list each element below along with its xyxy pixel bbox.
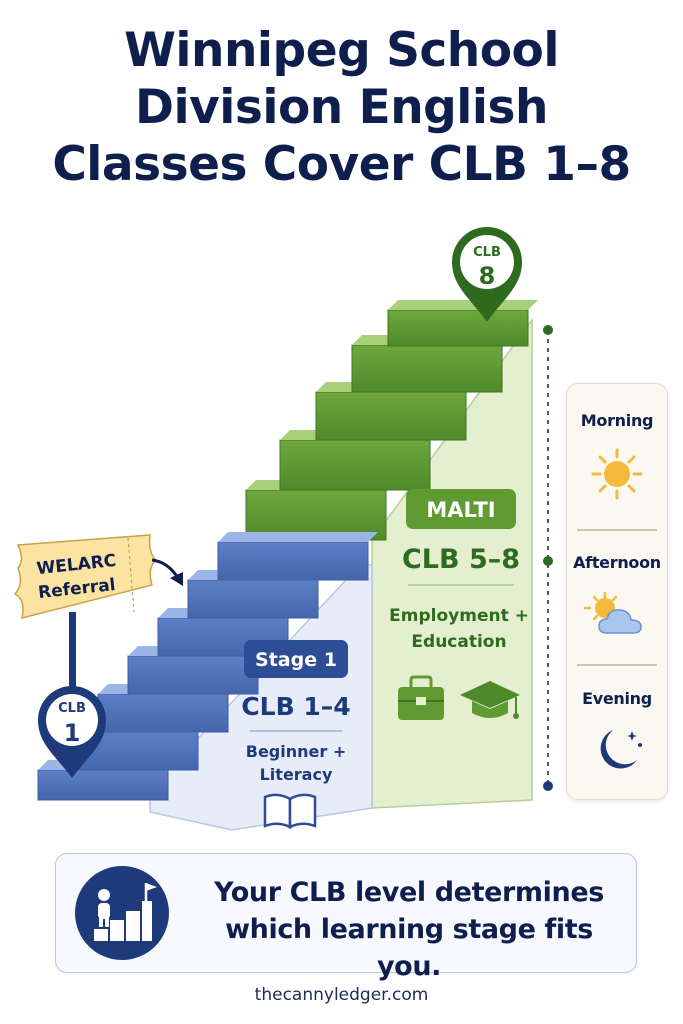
person-climbing-steps-icon <box>75 866 169 960</box>
afternoon-label: Afternoon <box>573 553 661 572</box>
blue-step <box>217 532 378 581</box>
pin-top-number: 8 <box>479 262 496 290</box>
green-step <box>387 300 538 347</box>
blue-stair-steps <box>37 532 378 801</box>
title-line-2: Division English <box>135 80 548 135</box>
callout-line-2: which learning stage fits you. <box>225 914 593 982</box>
time-divider <box>577 529 657 531</box>
class-times-panel: Morning Afternoon Evening <box>566 383 668 800</box>
clb-1-pin: CLB 1 <box>38 686 106 778</box>
pin-bottom-number: 1 <box>64 719 81 747</box>
clb-callout-card: Your CLB level determines which learning… <box>55 853 637 982</box>
staircase-illustration: CLB 8 WELARC Referral CLB 1 Stage 1 CLB … <box>13 227 553 831</box>
malti-badge-text: MALTI <box>426 498 495 522</box>
stage1-info: Stage 1 CLB 1–4 Beginner + Literacy <box>241 640 351 830</box>
graduation-cap-icon <box>460 681 520 719</box>
pin-top-label: CLB <box>473 245 501 260</box>
sun-cloud-icon <box>583 591 642 634</box>
time-divider <box>577 664 657 666</box>
stage1-desc-2: Literacy <box>260 765 333 784</box>
malti-desc-2: Education <box>411 632 506 652</box>
stage1-badge-text: Stage 1 <box>255 649 337 671</box>
evening-label: Evening <box>582 689 652 708</box>
briefcase-icon <box>398 675 444 720</box>
stage1-badge <box>244 640 348 678</box>
callout-line-1: Your CLB level determines <box>214 877 604 908</box>
malti-info: MALTI CLB 5–8 Employment + Education <box>389 489 529 720</box>
sun-icon <box>591 448 643 500</box>
malti-desc-1: Employment + <box>389 606 529 626</box>
welarc-referral-sign: WELARC Referral <box>13 534 183 704</box>
stage1-range: CLB 1–4 <box>241 692 350 721</box>
arrow-right-icon <box>170 572 183 586</box>
clb-8-pin: CLB 8 <box>452 227 522 322</box>
green-stair-steps <box>245 300 538 541</box>
morning-label: Morning <box>580 411 654 430</box>
level-timeline <box>543 325 553 791</box>
footer-site: thecannyledger.com <box>254 985 429 1005</box>
pin-bottom-label: CLB <box>58 701 86 716</box>
open-book-icon <box>263 793 317 830</box>
title-line-3: Classes Cover CLB 1–8 <box>52 137 631 192</box>
malti-badge <box>406 489 516 529</box>
title-line-1: Winnipeg School <box>124 23 559 78</box>
stage1-desc-1: Beginner + <box>246 742 346 761</box>
malti-range: CLB 5–8 <box>402 544 520 575</box>
callout-text: Your CLB level determines which learning… <box>199 874 619 985</box>
page-title: Winnipeg School Division English Classes… <box>0 22 683 193</box>
moon-icon <box>600 730 642 769</box>
